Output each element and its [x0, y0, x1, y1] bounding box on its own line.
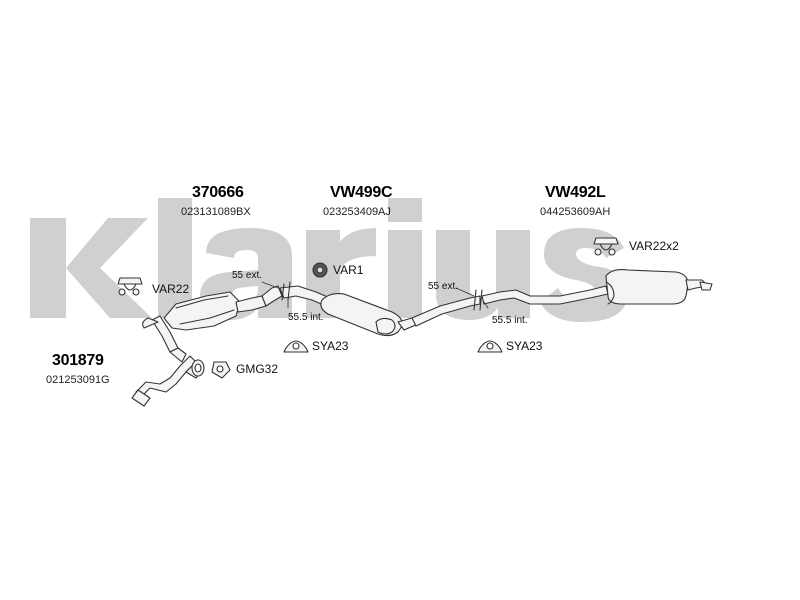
accessory-label-gmg32: GMG32: [236, 362, 279, 376]
catalyst-370666: [163, 285, 283, 331]
sya23-clamp-icon-left: [283, 340, 309, 353]
var22x2-hanger-icon: [593, 237, 619, 256]
pipe-dim-left-ext: 55 ext.: [232, 270, 263, 281]
front-downpipe-301879: [131, 315, 205, 407]
rear-silencer-vw492l: [605, 269, 713, 305]
var22-hanger-icon: [117, 277, 143, 296]
ref-number-vw499c: 023253409AJ: [323, 206, 391, 218]
part-number-vw499c: VW499C: [330, 184, 393, 201]
leader-lines: [261, 281, 489, 309]
middle-silencer-vw499c: [320, 293, 419, 337]
klarius-watermark-logo: [30, 198, 628, 322]
accessory-label-var22x2: VAR22x2: [629, 239, 679, 253]
part-number-vw492l: VW492L: [545, 184, 606, 201]
sya23-clamp-icon-right: [477, 340, 503, 353]
gmg32-gasket-icon: [191, 359, 231, 379]
ref-number-370666: 023131089BX: [181, 206, 251, 218]
pipe-dim-left-int: 55.5 int.: [288, 312, 324, 323]
var1-rubber-icon: [312, 262, 328, 278]
pipe-dim-right-ext: 55 ext.: [428, 281, 459, 292]
pipe-dim-right-int: 55.5 int.: [492, 315, 528, 326]
part-number-370666: 370666: [192, 184, 244, 201]
accessory-label-sya23-left: SYA23: [312, 339, 349, 353]
accessory-label-var22: VAR22: [152, 282, 190, 296]
intermediate-pipe: [411, 285, 609, 327]
part-number-301879: 301879: [52, 352, 104, 369]
accessory-label-var1: VAR1: [333, 263, 364, 277]
ref-number-301879: 021253091G: [46, 374, 110, 386]
accessory-label-sya23-right: SYA23: [506, 339, 543, 353]
ref-number-vw492l: 044253609AH: [540, 206, 611, 218]
